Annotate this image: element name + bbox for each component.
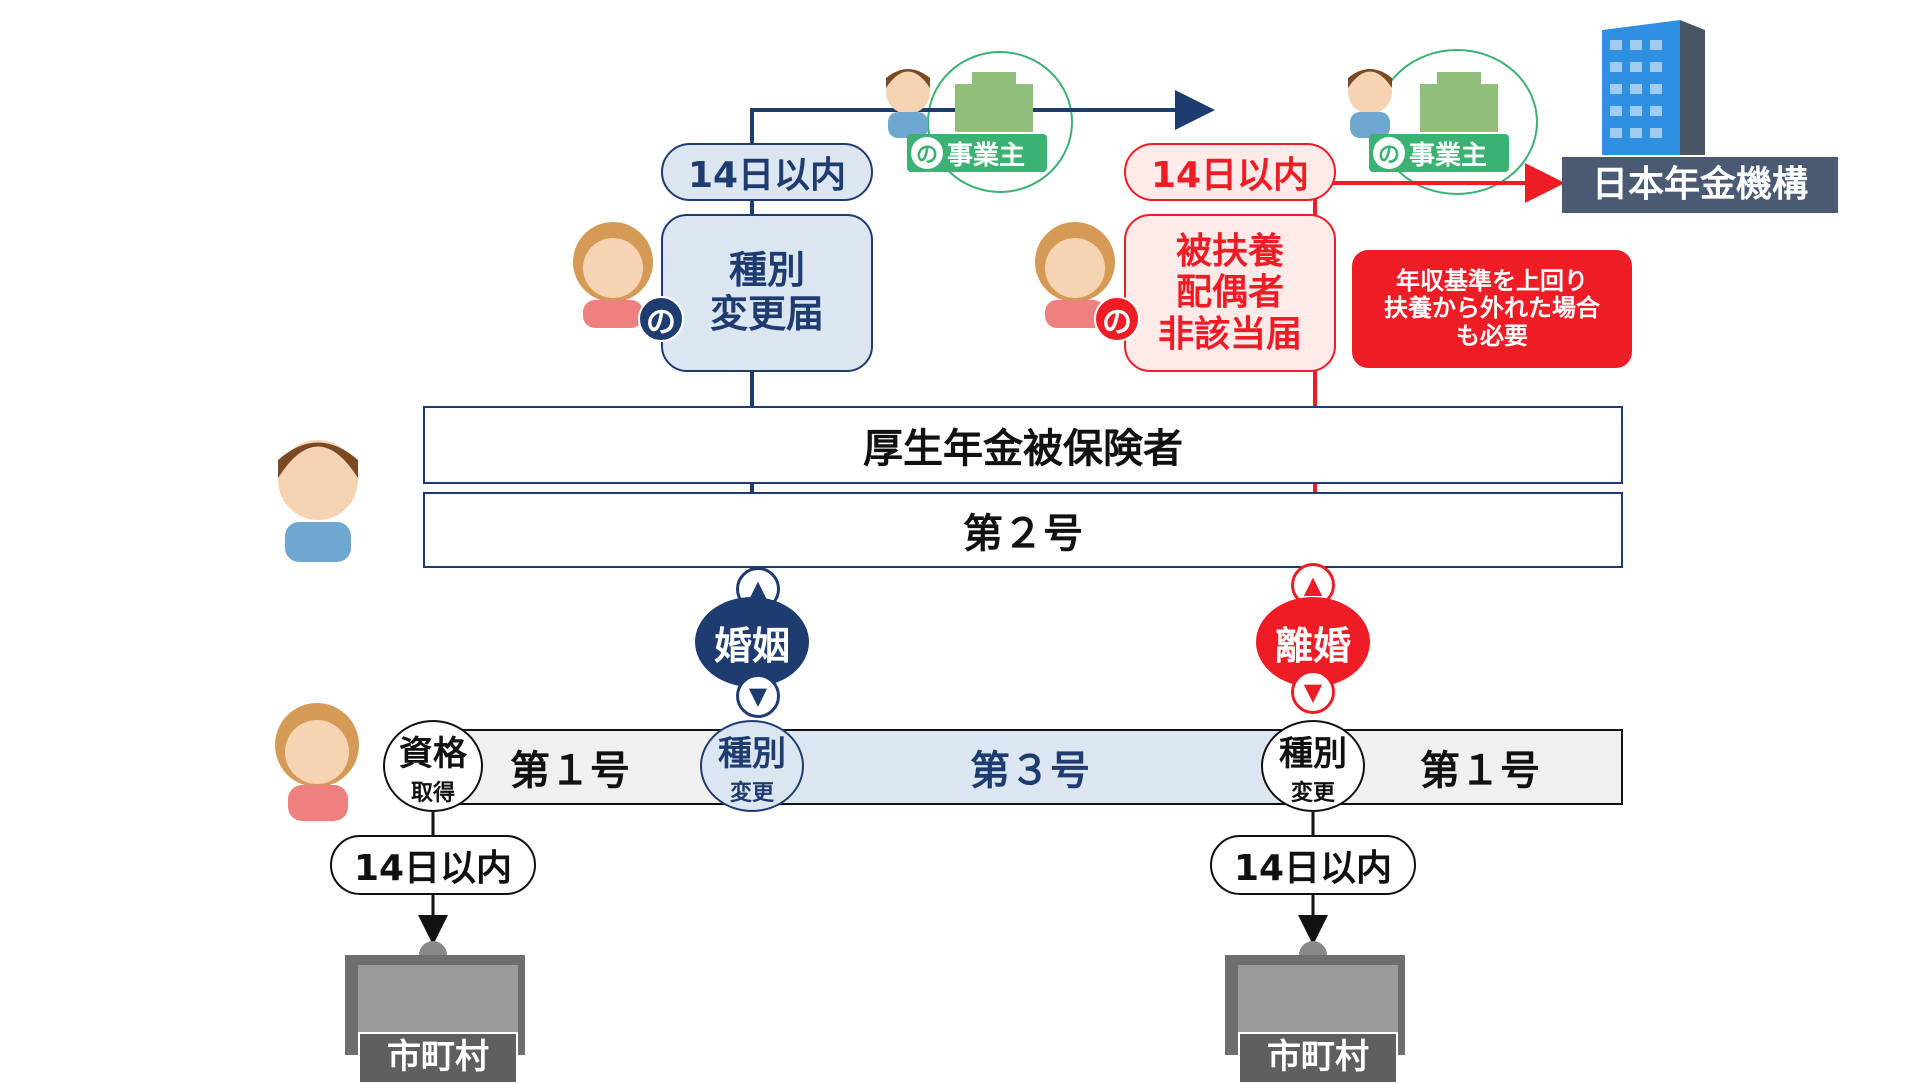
marriage-event: 婚姻 <box>695 597 809 687</box>
change-node-divorce: 種別 変更 <box>1261 720 1365 812</box>
pension-building-icon <box>1602 20 1705 155</box>
no-badge: の <box>1373 137 1405 169</box>
kosei-bar: 厚生年金被保険者 <box>423 406 1623 484</box>
office-icon <box>1420 72 1498 132</box>
change-node-marriage: 種別 変更 <box>700 720 804 812</box>
change-bottom: 変更 <box>1290 780 1335 806</box>
woman-icon <box>1035 222 1115 328</box>
employer-tag-left: の 事業主 <box>907 134 1047 172</box>
down-arrow-badge: ▼ <box>1291 670 1335 714</box>
employer-tag-right: の 事業主 <box>1369 134 1509 172</box>
segment-label-dai3: 第３号 <box>970 748 1090 794</box>
deadline-label-left: 14日以内 <box>661 143 873 201</box>
employer-label: 事業主 <box>947 140 1026 171</box>
man-icon-large <box>278 440 358 562</box>
segment-label-dai1: 第１号 <box>510 748 630 794</box>
dai3-segment <box>752 731 1315 803</box>
acquire-node: 資格 取得 <box>383 720 483 812</box>
no-badge: の <box>1094 296 1140 342</box>
woman-icon <box>573 222 653 328</box>
segment-label-dai1b: 第１号 <box>1420 748 1540 794</box>
man-icon <box>1348 69 1392 138</box>
change-bottom: 変更 <box>729 780 774 806</box>
form-card-right: 被扶養 配偶者 非該当届 <box>1124 214 1336 372</box>
note-callout: 年収基準を上回り 扶養から外れた場合 も必要 <box>1352 250 1632 368</box>
deadline-label-bottom-right: 14日以内 <box>1210 835 1416 895</box>
divorce-event: 離婚 <box>1256 597 1370 687</box>
municipality-label-right: 市町村 <box>1238 1032 1398 1084</box>
form-card-left: 種別 変更届 <box>661 214 873 372</box>
down-arrow-badge: ▼ <box>736 674 780 718</box>
dai2-bar: 第２号 <box>423 492 1623 568</box>
no-badge: の <box>911 137 943 169</box>
acquire-top: 資格 <box>399 733 467 774</box>
acquire-bottom: 取得 <box>410 780 455 806</box>
woman-icon-large <box>275 703 359 821</box>
deadline-label-right: 14日以内 <box>1124 143 1336 201</box>
no-badge: の <box>638 296 684 342</box>
office-icon <box>955 72 1033 132</box>
change-top: 種別 <box>718 733 786 774</box>
pension-org-label: 日本年金機構 <box>1562 157 1838 213</box>
employer-label: 事業主 <box>1409 140 1488 171</box>
deadline-label-bottom-left: 14日以内 <box>330 835 536 895</box>
change-top: 種別 <box>1279 733 1347 774</box>
municipality-label-left: 市町村 <box>358 1032 518 1084</box>
man-icon <box>886 69 930 138</box>
